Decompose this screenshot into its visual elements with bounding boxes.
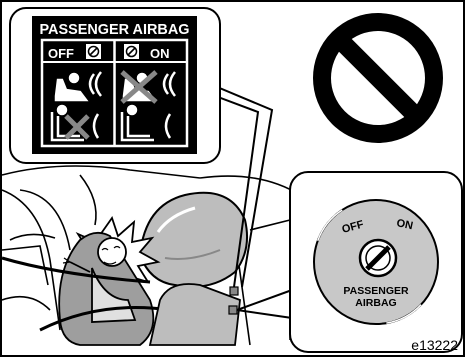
switch-caption-line1: PASSENGER bbox=[343, 285, 409, 297]
warning-label-callout: PASSENGER AIRBAG OFF ON bbox=[10, 8, 220, 163]
switch-caption-line2: AIRBAG bbox=[355, 297, 396, 309]
lock-icon bbox=[86, 44, 101, 59]
figure-code: e13222 bbox=[411, 337, 458, 353]
label-on-text: ON bbox=[150, 46, 170, 61]
lock-icon bbox=[124, 44, 139, 59]
indicator-location-upper bbox=[230, 287, 238, 295]
airbag-switch-callout: OFF ON PASSENGER AIRBAG bbox=[290, 172, 462, 352]
indicator-location-lower bbox=[229, 306, 237, 314]
label-off-text: OFF bbox=[48, 46, 74, 61]
key-icon[interactable] bbox=[360, 240, 396, 276]
warning-label-title: PASSENGER AIRBAG bbox=[40, 21, 190, 38]
